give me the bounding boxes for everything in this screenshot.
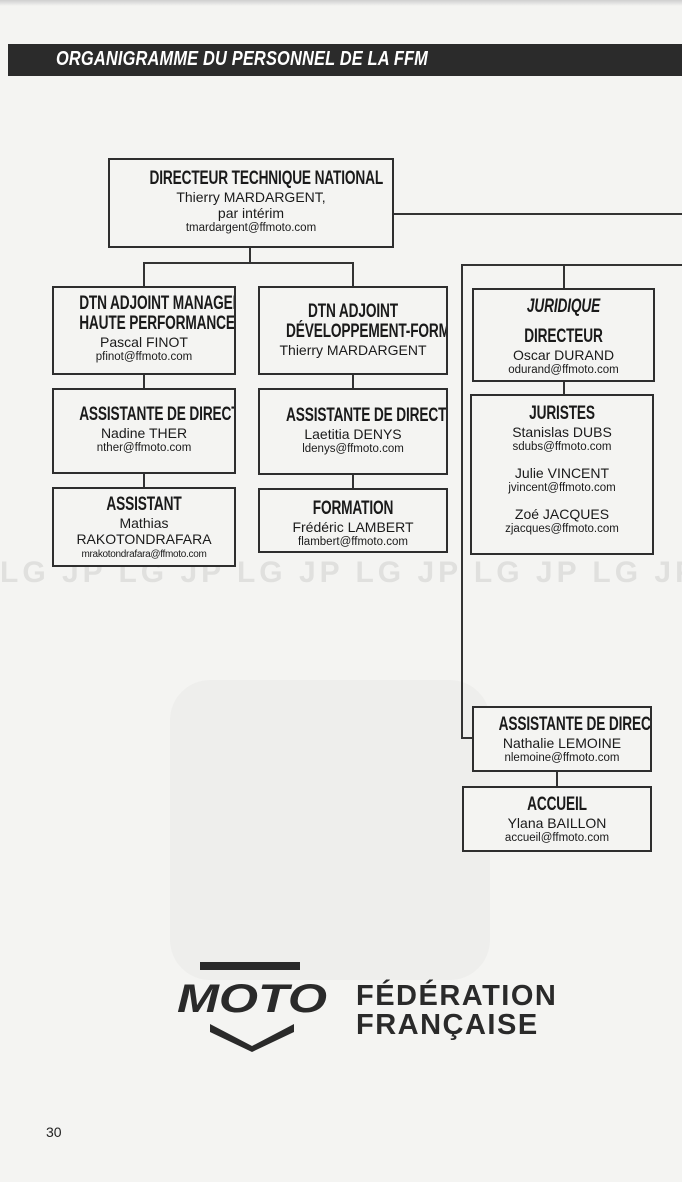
dtn-hp-email: pfinot@ffmoto.com [95,351,193,363]
asst-hp-title: ASSISTANTE DE DIRECTION [79,404,234,425]
juristes-box: JURISTES Stanislas DUBS sdubs@ffmoto.com… [470,394,654,555]
dtn-hp-box: DTN ADJOINT MANAGER HAUTE PERFORMANCE Pa… [52,286,236,375]
connector [352,262,354,286]
assistant-hp-email: mrakotondrafara@ffmoto.com [81,549,207,560]
formation-title: FORMATION [312,498,394,519]
connector [461,737,473,739]
connector [461,264,463,738]
juriste-name: Stanislas DUBS [512,424,612,440]
dtn-email: tmardargent@ffmoto.com [185,222,317,234]
dtn-df-title-line1: DTN ADJOINT [308,301,398,322]
header-banner: ORGANIGRAMME DU PERSONNEL DE LA FFM [8,44,682,76]
asst-right-title: ASSISTANTE DE DIRECTION [498,714,651,735]
assistant-hp-box: ASSISTANT Mathias RAKOTONDRAFARA mrakoto… [52,487,236,567]
connector [352,374,354,388]
asst-df-name: Laetitia DENYS [304,426,402,442]
asst-right-box: ASSISTANTE DE DIRECTION Nathalie LEMOINE… [472,706,652,772]
juridique-name: Oscar DURAND [512,347,615,363]
connector [143,374,145,388]
juridique-email: odurand@ffmoto.com [508,364,619,376]
assistant-hp-title: ASSISTANT [106,494,182,515]
logo-top-bar [200,962,300,970]
juridique-department: JURIDIQUE [526,296,601,317]
assistant-hp-name-line1: Mathias [119,515,169,531]
logo-line2: FRANÇAISE [356,1009,539,1041]
asst-right-email: nlemoine@ffmoto.com [504,752,620,764]
juriste-email: zjacques@ffmoto.com [505,523,619,535]
juriste-name: Julie VINCENT [514,465,610,481]
juristes-title: JURISTES [529,403,595,424]
asst-hp-box: ASSISTANTE DE DIRECTION Nadine THER nthe… [52,388,236,474]
accueil-box: ACCUEIL Ylana BAILLON accueil@ffmoto.com [462,786,652,852]
asst-hp-email: nther@ffmoto.com [96,442,192,454]
logo-chevron [210,1024,294,1052]
formation-name: Frédéric LAMBERT [292,519,414,535]
connector [556,771,558,787]
dtn-df-name: Thierry MARDARGENT [279,342,427,358]
ffm-logo: MOTO [177,962,327,1052]
logo-line1: FÉDÉRATION [356,980,558,1012]
dtn-title: DIRECTEUR TECHNIQUE NATIONAL [149,168,384,189]
juriste-name: Zoé JACQUES [514,506,610,522]
accueil-email: accueil@ffmoto.com [504,832,610,844]
dtn-df-box: DTN ADJOINT DÉVELOPPEMENT-FORMATION Thie… [258,286,448,375]
dtn-hp-name: Pascal FINOT [100,334,188,350]
connector [143,473,145,487]
dtn-hp-title-line2: HAUTE PERFORMANCE [79,313,235,334]
formation-email: flambert@ffmoto.com [298,536,408,548]
asst-df-title: ASSISTANTE DE DIRECTION [286,405,447,426]
juriste-email: jvincent@ffmoto.com [508,482,616,494]
logo-mark: MOTO [177,977,327,1021]
page-title: ORGANIGRAMME DU PERSONNEL DE LA FFM [56,48,429,70]
background-watermark-shape [170,680,490,980]
logo-wordmark: FÉDÉRATION FRANÇAISE [356,982,557,1040]
connector [563,381,565,395]
asst-hp-name: Nadine THER [100,425,188,441]
formation-box: FORMATION Frédéric LAMBERT flambert@ffmo… [258,488,448,553]
page-top-edge [0,0,682,6]
assistant-hp-name-line2: RAKOTONDRAFARA [76,531,212,547]
connector [392,213,682,215]
dtn-note: par intérim [217,205,285,221]
page-number: 30 [46,1124,62,1140]
connector [563,264,565,288]
juridique-title: DIRECTEUR [524,326,603,347]
juridique-box: JURIDIQUE DIRECTEUR Oscar DURAND odurand… [472,288,655,382]
connector [143,262,145,286]
accueil-title: ACCUEIL [527,794,587,815]
asst-df-box: ASSISTANTE DE DIRECTION Laetitia DENYS l… [258,388,448,475]
connector [249,246,251,262]
connector [461,264,682,266]
accueil-name: Ylana BAILLON [507,815,607,831]
asst-df-email: ldenys@ffmoto.com [302,443,404,455]
asst-right-name: Nathalie LEMOINE [502,735,622,751]
juriste-email: sdubs@ffmoto.com [512,441,612,453]
dtn-hp-title-line1: DTN ADJOINT MANAGER [79,293,236,314]
dtn-df-title-line2: DÉVELOPPEMENT-FORMATION [286,321,446,342]
connector [143,262,354,264]
dtn-name: Thierry MARDARGENT, [176,189,326,205]
dtn-box: DIRECTEUR TECHNIQUE NATIONAL Thierry MAR… [108,158,394,248]
connector [352,474,354,488]
